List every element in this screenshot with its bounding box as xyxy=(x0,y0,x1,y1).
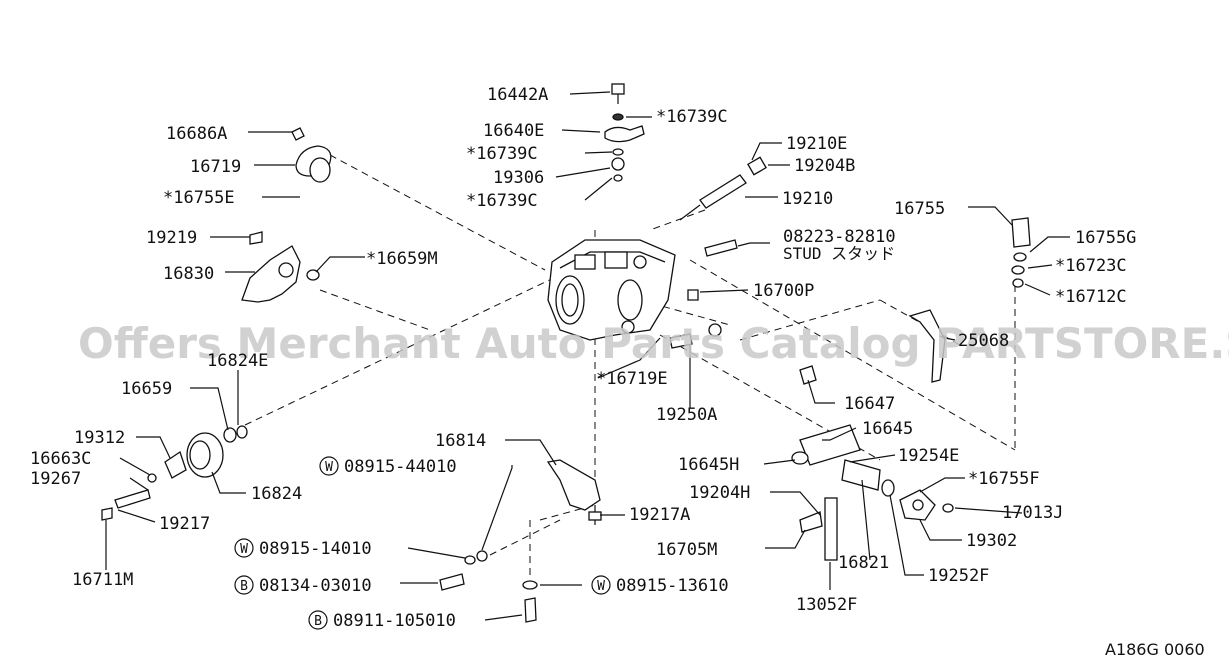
choke-parts-left xyxy=(101,425,248,521)
b-marker-1-text: B xyxy=(240,579,248,594)
leader-lines xyxy=(105,91,1070,621)
cover-parts-left xyxy=(241,127,332,303)
label-16830: 16830 xyxy=(163,264,214,284)
label-16739C-3: *16739C xyxy=(466,191,538,211)
label-16700P: 16700P xyxy=(753,281,814,301)
label-19204B: 19204B xyxy=(794,156,855,176)
label-08915-13610: 08915-13610 xyxy=(616,576,729,596)
label-16640E: 16640E xyxy=(483,121,544,141)
w-marker-1 xyxy=(319,456,339,476)
label-08915-44010: 08915-44010 xyxy=(344,457,457,477)
label-16712C: *16712C xyxy=(1055,287,1127,307)
label-19312: 19312 xyxy=(74,428,125,448)
label-16659: 16659 xyxy=(121,379,172,399)
label-19267: 19267 xyxy=(30,469,81,489)
label-16659M: *16659M xyxy=(366,249,438,269)
pump-assembly-right xyxy=(669,309,954,561)
w-marker-1-text: W xyxy=(325,460,333,475)
label-16755E: *16755E xyxy=(163,188,235,208)
label-16719: 16719 xyxy=(190,157,241,177)
jet-assembly xyxy=(679,156,767,301)
label-16821: 16821 xyxy=(838,553,889,573)
label-stud: STUD スタッド xyxy=(783,244,895,263)
label-16755F: *16755F xyxy=(968,469,1040,489)
label-16645H: 16645H xyxy=(678,455,739,475)
w-marker-2 xyxy=(234,538,254,558)
label-19302: 19302 xyxy=(966,531,1017,551)
label-08134-03010: 08134-03010 xyxy=(259,576,372,596)
label-19210E: 19210E xyxy=(786,134,847,154)
watermark: Offers Merchant Auto Parts Catalog PARTS… xyxy=(78,319,1229,368)
w-marker-3-text: W xyxy=(597,579,605,594)
label-16442A: 16442A xyxy=(487,85,548,105)
label-16686A: 16686A xyxy=(166,124,227,144)
w-marker-2-text: W xyxy=(240,542,248,557)
label-19217: 19217 xyxy=(159,514,210,534)
label-16755: 16755 xyxy=(894,199,945,219)
label-08911-105010: 08911-105010 xyxy=(333,611,456,631)
fittings-right xyxy=(1011,217,1031,288)
label-16645: 16645 xyxy=(862,419,913,439)
label-16711M: 16711M xyxy=(72,570,133,590)
label-16663C: 16663C xyxy=(30,449,91,469)
bracket-assembly xyxy=(439,459,602,623)
label-16719E: *16719E xyxy=(596,369,668,389)
label-25068: 25068 xyxy=(958,331,1009,351)
label-16739C-1: *16739C xyxy=(656,107,728,127)
label-19250A: 19250A xyxy=(656,405,717,425)
label-19210: 19210 xyxy=(782,189,833,209)
diagram-reference-code: A186G 0060 xyxy=(1105,640,1205,659)
label-19204H: 19204H xyxy=(689,483,750,503)
label-08915-14010: 08915-14010 xyxy=(259,539,372,559)
label-19217A: 19217A xyxy=(629,505,690,525)
label-19219: 19219 xyxy=(146,228,197,248)
label-16647: 16647 xyxy=(844,394,895,414)
b-marker-2 xyxy=(308,610,328,630)
carburetor-body xyxy=(547,239,722,341)
label-16755G: 16755G xyxy=(1075,228,1136,248)
w-marker-3 xyxy=(591,575,611,595)
label-16739C-2: *16739C xyxy=(466,144,538,164)
label-19254E: 19254E xyxy=(898,446,959,466)
label-13052F: 13052F xyxy=(796,595,857,615)
label-16814: 16814 xyxy=(435,431,486,451)
label-17013J: 17013J xyxy=(1002,503,1063,523)
top-fittings xyxy=(604,83,645,182)
label-16705M: 16705M xyxy=(656,540,717,560)
label-16824E: 16824E xyxy=(207,351,268,371)
label-08223-82810: 08223-82810 xyxy=(783,227,896,247)
label-16723C: *16723C xyxy=(1055,256,1127,276)
label-16824: 16824 xyxy=(251,484,302,504)
b-marker-2-text: B xyxy=(314,614,322,629)
label-19252F: 19252F xyxy=(928,566,989,586)
part-labels: 16442A *16739C 16640E *16739C 19306 *167… xyxy=(30,85,1136,631)
b-marker-1 xyxy=(234,575,254,595)
label-19306: 19306 xyxy=(493,168,544,188)
